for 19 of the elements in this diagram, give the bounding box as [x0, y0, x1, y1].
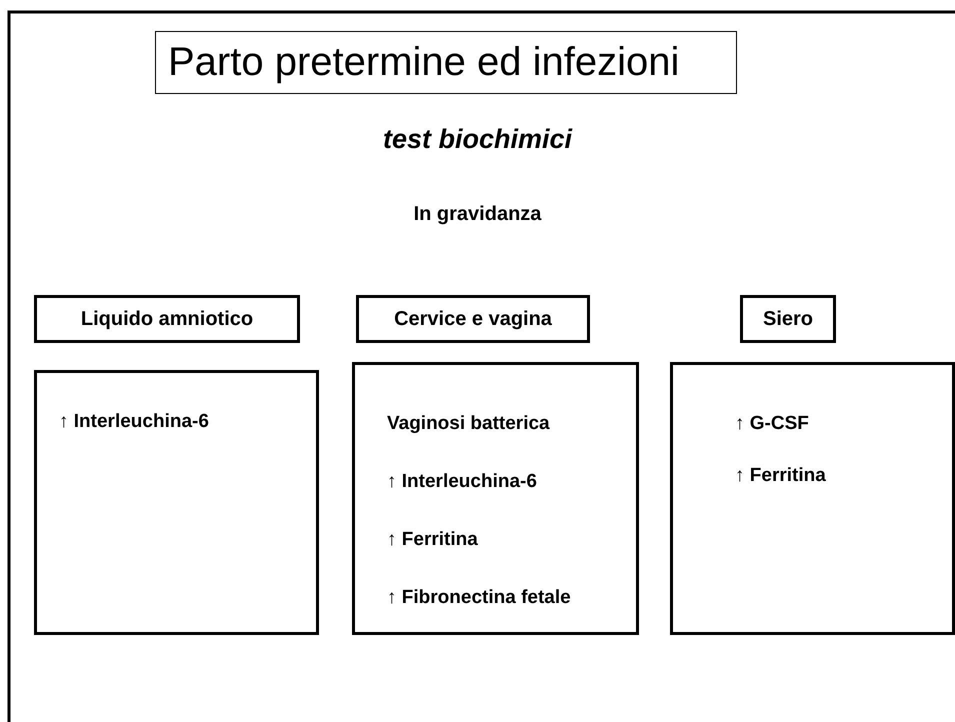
list-item: Vaginosi batterica	[387, 413, 550, 435]
list-item: ↑ Ferritina	[387, 529, 478, 551]
column-heading: Cervice e vagina	[394, 308, 552, 330]
list-box	[34, 370, 319, 635]
column-heading: Liquido amniotico	[80, 308, 254, 330]
title: Parto pretermine ed infezioni	[155, 31, 737, 94]
list-item: ↑ Fibronectina fetale	[387, 587, 571, 609]
column-heading: Siero	[762, 308, 814, 330]
column-heading-box	[740, 295, 836, 343]
list-item: ↑ Interleuchina-6	[387, 471, 537, 493]
list-box	[352, 362, 639, 635]
column-heading-box	[34, 295, 300, 343]
column-heading-box	[356, 295, 590, 343]
list-item: ↑ Interleuchina-6	[59, 411, 209, 433]
list-item: ↑ G-CSF	[735, 413, 809, 435]
section-heading: In gravidanza	[412, 203, 542, 226]
subtitle: test biochimici	[382, 124, 574, 155]
list-box	[670, 362, 955, 635]
list-item: ↑ Ferritina	[735, 465, 826, 487]
